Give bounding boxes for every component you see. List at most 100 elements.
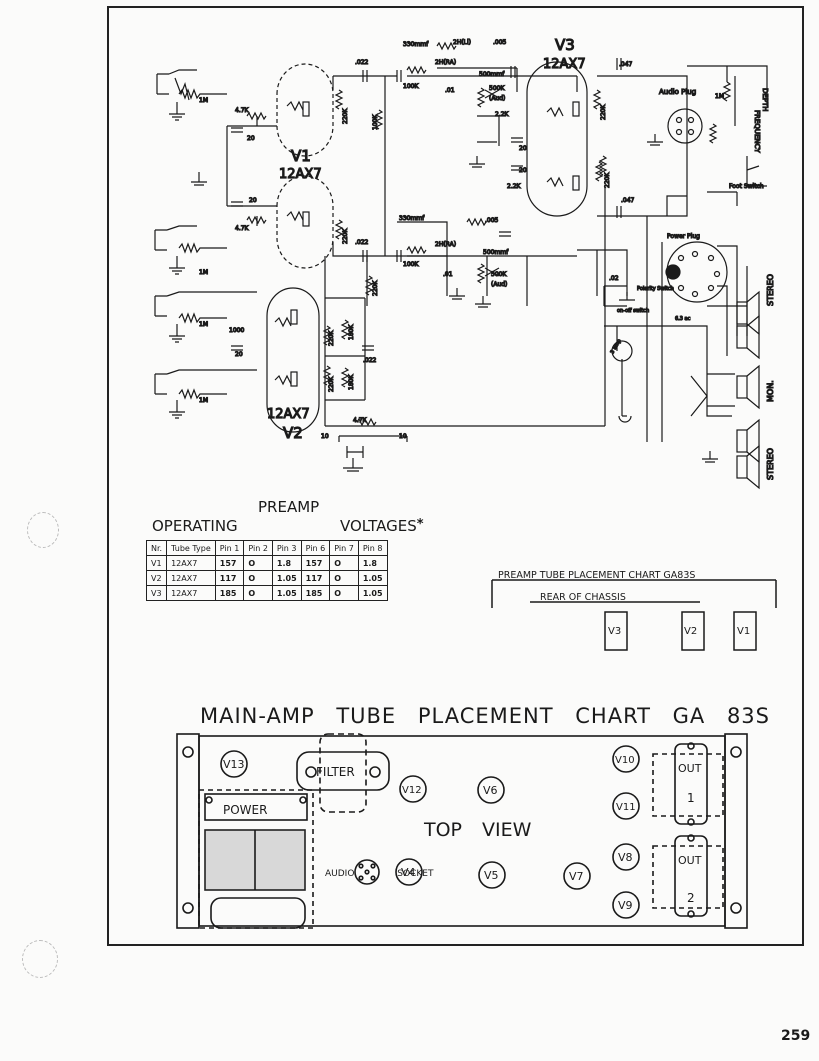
tube-socket-v5 — [478, 861, 506, 889]
voltage-title-operating: OPERATING — [152, 517, 238, 535]
label-c330: 330mmf — [403, 41, 429, 48]
v2-name: V2 — [283, 424, 303, 442]
mainamp-tube-v11: V11 — [616, 802, 636, 813]
out1-label: OUT — [678, 762, 702, 775]
tube-socket-v13 — [220, 750, 248, 778]
table-cell: O — [329, 570, 359, 586]
v1-name: V1 — [291, 147, 311, 165]
tube-v2 — [266, 287, 320, 433]
label-c20: 20 — [247, 135, 255, 142]
audio-plug — [667, 108, 703, 144]
label-fuse: 3 amp — [610, 338, 623, 355]
v3-name: V3 — [555, 36, 575, 54]
label-c01: .01 — [443, 271, 453, 278]
capacitors — [231, 58, 622, 351]
label-c20: 20 — [519, 167, 527, 174]
filter-label: FILTER — [316, 765, 355, 779]
label-c500mmf: 500mmf — [479, 71, 505, 78]
label-r1m: 1M — [199, 321, 208, 328]
out2-label: OUT — [678, 854, 702, 867]
audio-socket-label: AUDIO SOCKET — [325, 869, 434, 879]
label-c005: .005 — [485, 217, 499, 224]
table-cell: 117 — [214, 570, 245, 586]
table-cell: 12AX7 — [166, 555, 216, 571]
power-label: POWER — [223, 803, 267, 817]
label-r180k: 180K — [348, 324, 355, 340]
preamp-tube-v2: V2 — [684, 626, 697, 637]
input-jack-3 — [154, 291, 257, 317]
mainamp-tube-v12: V12 — [402, 785, 422, 796]
preamp-tube-v1: V1 — [737, 626, 750, 637]
mainamp-chart-title: MAIN-AMP TUBE PLACEMENT CHART GA 83S — [200, 704, 770, 728]
label-r1m: 1M — [199, 97, 208, 104]
resistor-1m — [178, 312, 227, 324]
resistors — [246, 41, 732, 427]
voltage-title-preamp: PREAMP — [258, 498, 320, 516]
tube-socket-v7 — [563, 862, 591, 890]
left-bracket — [176, 733, 200, 929]
tube-socket-v9 — [612, 891, 640, 919]
table-cell: O — [243, 570, 273, 586]
label-r100k: 100K — [403, 261, 419, 268]
table-cell: 157 — [300, 555, 331, 571]
resistor-1m — [178, 388, 227, 400]
table-row: V2 12AX7 117 O 1.05 117 O 1.05 — [145, 570, 388, 586]
power-transformer — [198, 789, 314, 929]
table-cell: O — [329, 585, 359, 601]
mount-hole — [730, 746, 742, 758]
right-bracket — [724, 733, 748, 929]
label-r220k: 220K — [328, 376, 335, 392]
label-audio-plug: Audio Plug — [659, 88, 696, 96]
audio-socket — [354, 859, 380, 885]
label-r47k: 4.7K — [353, 417, 368, 424]
label-l2h: 2H(Li) — [453, 39, 471, 46]
power-plug — [665, 241, 728, 303]
label-c005: .005 — [493, 39, 507, 46]
label-on-off-switch: on-off switch — [617, 308, 649, 314]
mainamp-tube-v7: V7 — [569, 870, 584, 883]
label-power-plug: Power Plug — [667, 233, 700, 240]
table-header: Pin 1 — [214, 540, 245, 556]
voltage-title-asterisk: * — [416, 517, 424, 532]
table-cell: 185 — [300, 585, 331, 601]
page-number: 259 — [781, 1028, 811, 1044]
tube-socket-v10 — [612, 745, 640, 773]
label-stereo-bottom: STEREO — [766, 448, 775, 480]
label-foot-switch: Foot Switch — [729, 183, 764, 190]
label-stereo-top: STEREO — [766, 274, 775, 306]
speaker-mon — [690, 364, 760, 417]
label-r220k: 220K — [600, 104, 607, 120]
label-r1m: 1M — [199, 269, 208, 276]
mainamp-tube-v10: V10 — [615, 755, 635, 766]
resistor-1m — [178, 88, 227, 100]
table-row: V1 12AX7 157 O 1.8 157 O 1.8 — [145, 555, 388, 571]
mainamp-chassis: V13 V12 V6 V4 V5 V7 V10 V11 V8 V9 FILTER… — [176, 733, 748, 929]
speaker-stereo-bottom — [736, 418, 760, 490]
resistor-1m — [178, 242, 227, 254]
tube-v1 — [276, 63, 334, 269]
label-r180k: 180K — [348, 374, 355, 390]
input-jack-1 — [156, 69, 197, 101]
label-pot500k-taper: (Aud) — [491, 281, 507, 288]
v1-type: 12AX7 — [279, 167, 322, 182]
label-c500mmf: 500mmf — [483, 249, 509, 256]
preamp-placement-chart: PREAMP TUBE PLACEMENT CHART GA83S REAR O… — [491, 570, 777, 651]
table-cell: 12AX7 — [166, 570, 216, 586]
page-frame — [107, 6, 804, 946]
output-transformer-2 — [652, 834, 724, 918]
table-cell: V1 — [145, 555, 168, 571]
label-r220k: 220K — [342, 228, 349, 244]
table-header: Pin 8 — [357, 540, 388, 556]
label-pin10: 10 — [321, 433, 329, 440]
label-r1000: 1000 — [229, 327, 244, 334]
label-pot500k: 500K — [491, 271, 507, 278]
label-c047: .047 — [621, 197, 635, 204]
label-r220k: 220K — [328, 330, 335, 346]
label-c022: .022 — [355, 239, 369, 246]
input-jack-4 — [154, 369, 257, 395]
table-cell: O — [243, 555, 273, 571]
tube-socket-v11 — [612, 792, 640, 820]
table-cell: 12AX7 — [166, 585, 216, 601]
label-r22k: 2.2K — [495, 111, 510, 118]
v3-type: 12AX7 — [543, 57, 586, 72]
